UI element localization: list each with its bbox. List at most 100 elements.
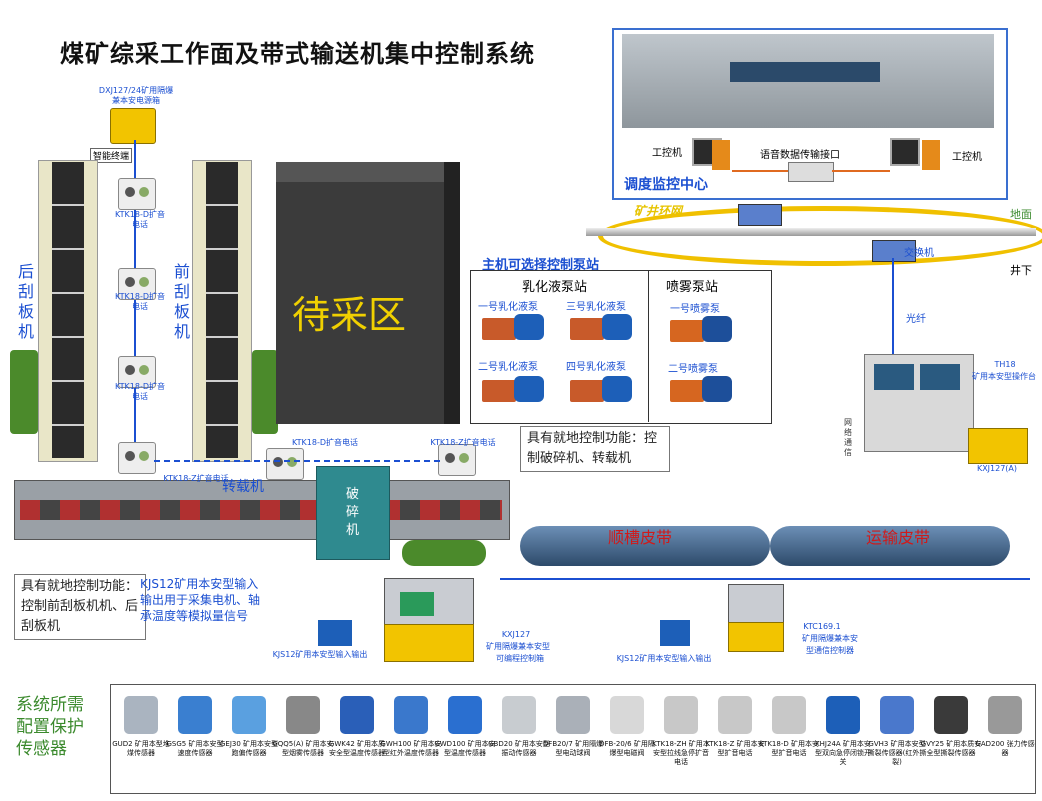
underground-label: 井下	[1010, 264, 1032, 277]
ring-network	[598, 206, 1042, 266]
sensor-label-11: KTK18-Z 矿用本安型扩音电话	[705, 740, 765, 757]
sensor-icon-1	[178, 696, 212, 734]
ktc-model: KTC169.1	[803, 622, 841, 631]
waiting-area-side	[444, 162, 460, 424]
switch-label: 交换机	[904, 248, 934, 259]
transfer-conveyor-track	[20, 500, 502, 520]
sensor-icon-12	[772, 696, 806, 734]
sensor-label-2: GEJ30 矿用本安型跑偏传感器	[219, 740, 279, 757]
spray-pump-2	[670, 374, 732, 406]
sensor-icon-7	[502, 696, 536, 734]
spray-pump-1	[670, 314, 732, 346]
sensor-label-7: GBD20 矿用本安型振动传感器	[488, 740, 550, 757]
fiber-label: 光纤	[906, 314, 926, 325]
crusher-box	[316, 466, 390, 560]
sensor-label-1: GSG5 矿用本安型速度传感器	[166, 740, 224, 757]
sensor-icon-5	[394, 696, 428, 734]
belt-signal-line	[500, 578, 1030, 580]
sensor-icon-16	[988, 696, 1022, 734]
console-model: TH18	[994, 360, 1016, 369]
sensor-label-16: GAD200 张力传感器	[975, 740, 1035, 757]
phone-left-1-label: KTK18-D扩音电话	[115, 210, 165, 229]
sensor-label-4: GWK42 矿用本质安全型温度传感器	[328, 740, 386, 757]
kjs12-right-label: KJS12矿用本安型输入输出	[616, 654, 712, 663]
belt-left-label: 顺槽皮带	[608, 528, 673, 547]
power-box-label: DXJ127/24矿用隔爆兼本安电源箱	[98, 86, 174, 105]
video-wall	[730, 62, 880, 82]
sensor-label-8: DFB20/7 矿用隔爆型电动球阀	[542, 740, 604, 757]
belt-left	[520, 526, 770, 566]
sensor-label-13: KHJ24A 矿用本安型双向急停闭锁开关	[815, 740, 871, 766]
spray-title: 喷雾泵站	[666, 280, 719, 295]
sensor-label-6: GWD100 矿用本安型温度传感器	[434, 740, 496, 757]
phone-d-mid-label: KTK18-D扩音电话	[292, 438, 358, 447]
front-scraper-label: 前刮板机	[173, 262, 190, 341]
belt-right	[770, 526, 1010, 566]
sensor-icon-4	[340, 696, 374, 734]
emulsion-pump-4-label: 四号乳化液泵	[566, 362, 626, 373]
sensor-label-15: GVY25 矿用本质安全型撕裂传感器	[920, 740, 982, 757]
sensor-label-5: GWH100 矿用本安型红外温度传感器	[380, 740, 442, 757]
sensor-icon-15	[934, 696, 968, 734]
sensor-label-9: DFB-20/6 矿用隔爆型电磁阀	[599, 740, 655, 757]
spray-pump-1-label: 一号喷雾泵	[670, 304, 720, 315]
sensors-title: 系统所需配置保护传感器	[16, 695, 84, 759]
phone-z-left-label: KTK18-Z扩音电话	[163, 474, 229, 483]
kxj-box	[968, 428, 1028, 464]
sensor-icon-8	[556, 696, 590, 734]
phone-left-1	[118, 178, 156, 210]
ring-label: 矿井环网	[634, 204, 683, 218]
sensor-icon-0	[124, 696, 158, 734]
pump-station-header: 主机可选择控制泵站	[482, 258, 600, 273]
rear-cylinder	[10, 350, 38, 434]
phone-z-left	[118, 442, 156, 474]
transfer-signal-line	[154, 460, 440, 462]
phone-left-3-label: KTK18-D扩音电话	[115, 382, 165, 401]
emulsion-pump-2-label: 二号乳化液泵	[478, 362, 538, 373]
emulsion-title: 乳化液泵站	[522, 280, 588, 295]
spray-pump-2-label: 二号喷雾泵	[668, 364, 718, 375]
console-screen-2	[920, 364, 960, 390]
sensor-label-12: KTK18-D 矿用本安型扩音电话	[759, 740, 819, 757]
phone-d-mid	[266, 448, 304, 480]
pc-left-tower	[712, 140, 730, 170]
sensor-label-3: GQQ5(A) 矿用本安型烟雾传感器	[272, 740, 334, 757]
kxj127-screen	[400, 592, 434, 616]
console-desc: 矿用本安型操作台	[972, 372, 1036, 381]
front-scraper-body	[206, 162, 238, 458]
link-line-right	[832, 170, 890, 172]
voice-interface-label: 语音数据传输接口	[760, 150, 840, 161]
sensor-label-0: GUD2 矿用本型堆煤传感器	[112, 740, 170, 757]
sensor-icon-3	[286, 696, 320, 734]
kxj127-desc2: 可编程控制箱	[496, 654, 544, 663]
pc-right-label: 工控机	[952, 152, 982, 163]
sensor-icon-6	[448, 696, 482, 734]
console-network: 网络通信	[844, 418, 852, 457]
front-cylinder	[252, 350, 278, 434]
ring-switch	[872, 240, 916, 262]
kjs12-right-box	[660, 620, 690, 646]
emulsion-pump-4	[570, 374, 632, 406]
kxj127-desc1: 矿用隔爆兼本安型	[486, 642, 550, 651]
emulsion-pump-1	[482, 312, 544, 344]
rear-scraper-body	[52, 162, 84, 458]
waiting-area-label: 待采区	[292, 293, 407, 337]
monitor-right-icon	[890, 138, 920, 166]
ground-label: 地面	[1010, 208, 1032, 221]
pc-left-label: 工控机	[652, 148, 682, 159]
phone-z-right-label: KTK18-Z扩音电话	[430, 438, 496, 447]
emulsion-pump-3	[570, 312, 632, 344]
sensor-icon-10	[664, 696, 698, 734]
sensor-icon-13	[826, 696, 860, 734]
ktc-desc1: 矿用隔爆兼本安	[802, 634, 858, 643]
ktc-desc2: 型通信控制器	[806, 646, 854, 655]
page-title: 煤矿综采工作面及带式输送机集中控制系统	[60, 40, 535, 68]
emulsion-pump-3-label: 三号乳化液泵	[566, 302, 626, 313]
smart-terminal-label: 智能终端	[90, 148, 133, 163]
sensor-icon-14	[880, 696, 914, 734]
kxj-label: KXJ127(A)	[976, 464, 1018, 473]
kxj127-model: KXJ127	[501, 630, 531, 639]
phone-left-2-label: KTK18-D扩音电话	[115, 292, 165, 311]
sensor-label-14: GVH3 矿用本安型撕裂传感器(红外撕裂)	[867, 740, 927, 766]
transfer-roller	[402, 540, 486, 566]
